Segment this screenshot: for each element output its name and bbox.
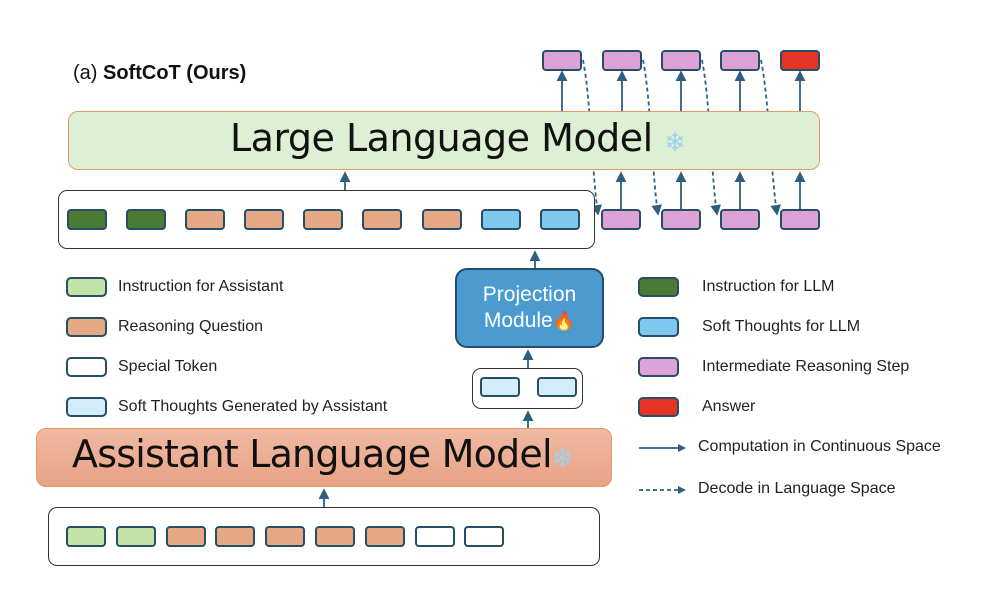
intermediate-step-token — [601, 209, 641, 230]
legend-swatch — [638, 397, 679, 417]
soft-thought-llm-token — [481, 209, 521, 230]
reasoning-question-token — [362, 209, 402, 230]
legend-label: Intermediate Reasoning Step — [702, 358, 910, 375]
reasoning-question-token — [422, 209, 462, 230]
intermediate-step-token — [780, 209, 820, 230]
large-language-model-label: Large Language Model ❄ — [230, 116, 686, 160]
assistant-label-text: Assistant Language Model — [72, 432, 553, 476]
intermediate-step-token — [661, 50, 701, 71]
title-prefix: (a) — [73, 62, 103, 84]
legend-label: Instruction for LLM — [702, 278, 835, 295]
legend-label: Answer — [702, 398, 756, 415]
instruction-assistant-token — [115, 526, 156, 547]
legend-swatch — [66, 317, 107, 337]
assistant-language-model-label: Assistant Language Model❄ — [72, 432, 574, 476]
legend-swatch — [66, 277, 107, 297]
special-token-token — [414, 526, 455, 547]
title-name: SoftCoT (Ours) — [103, 62, 247, 84]
legend-arrow-label: Decode in Language Space — [698, 480, 896, 497]
intermediate-step-token — [720, 209, 760, 230]
reasoning-question-token — [315, 526, 355, 547]
special-token-token — [464, 526, 505, 547]
reasoning-question-token — [244, 209, 284, 230]
reasoning-question-token — [185, 209, 225, 230]
intermediate-step-token — [602, 50, 642, 71]
legend-swatch — [638, 357, 679, 377]
reasoning-question-token — [364, 526, 405, 547]
reasoning-question-token — [215, 526, 256, 547]
legend-swatch — [638, 317, 679, 337]
reasoning-question-token — [265, 526, 306, 547]
soft-thought-llm-token — [540, 209, 580, 230]
instruction-assistant-token — [66, 526, 106, 547]
legend-label: Special Token — [118, 358, 218, 375]
reasoning-question-token — [303, 209, 343, 230]
snowflake-icon: ❄ — [551, 444, 574, 474]
intermediate-step-token — [661, 209, 701, 230]
snowflake-icon: ❄ — [664, 128, 686, 158]
legend-swatch — [66, 397, 107, 417]
instruction-llm-token — [126, 209, 166, 230]
legend-label: Soft Thoughts Generated by Assistant — [118, 398, 388, 415]
intermediate-step-token — [720, 50, 760, 71]
answer-token — [780, 50, 820, 71]
figure-title: (a) SoftCoT (Ours) — [73, 62, 246, 85]
projection-label-line2: Module🔥 — [457, 308, 602, 334]
solid-arrow-icon — [639, 444, 686, 452]
intermediate-step-token — [542, 50, 582, 71]
legend-swatch — [66, 357, 107, 377]
legend-label: Instruction for Assistant — [118, 278, 284, 295]
large-language-model-box — [68, 111, 820, 170]
legend-arrow-label: Computation in Continuous Space — [698, 438, 941, 455]
dashed-arrow-icon — [639, 486, 686, 494]
soft-thought-assistant-token — [537, 377, 577, 397]
projection-label-text: Module — [483, 309, 553, 332]
reasoning-question-token — [165, 526, 206, 547]
legend-label: Soft Thoughts for LLM — [702, 318, 861, 335]
instruction-llm-token — [67, 209, 107, 230]
fire-icon: 🔥 — [552, 311, 576, 331]
soft-thought-assistant-token — [480, 377, 520, 397]
projection-label-line1: Projection — [482, 283, 577, 306]
legend-label: Reasoning Question — [118, 318, 263, 335]
llm-label-text: Large Language Model — [230, 116, 653, 160]
legend-swatch — [638, 277, 679, 297]
assistant-language-model-box — [36, 428, 612, 487]
projection-module: Projection Module🔥 — [455, 268, 604, 348]
